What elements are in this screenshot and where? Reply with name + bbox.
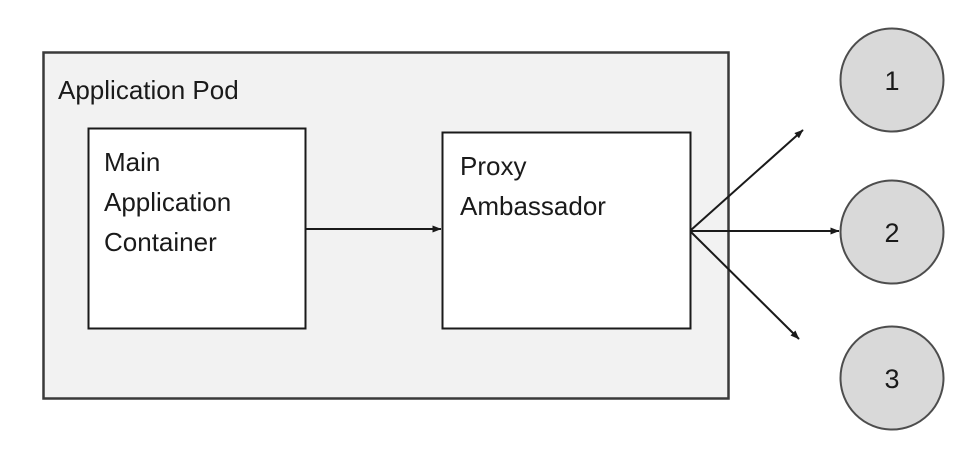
service-3-label: 3 xyxy=(884,364,899,394)
main-application-container-line-3: Container xyxy=(104,227,217,257)
service-1-circle xyxy=(839,27,945,133)
proxy-ambassador-line-1: Proxy xyxy=(460,151,526,181)
proxy-ambassador-box xyxy=(441,131,692,330)
service-2-label: 2 xyxy=(884,218,899,248)
arrow-proxy-to-service-1 xyxy=(690,129,804,231)
main-application-container-line-1: Main xyxy=(104,147,160,177)
main-application-container-box xyxy=(87,127,307,330)
service-2-circle xyxy=(839,179,945,285)
application-pod-label: Application Pod xyxy=(58,75,239,105)
service-1-label: 1 xyxy=(884,66,899,96)
proxy-ambassador-line-2: Ambassador xyxy=(460,191,606,221)
service-3-circle xyxy=(839,325,945,431)
arrow-proxy-to-service-3 xyxy=(690,231,800,340)
main-application-container-line-2: Application xyxy=(104,187,231,217)
